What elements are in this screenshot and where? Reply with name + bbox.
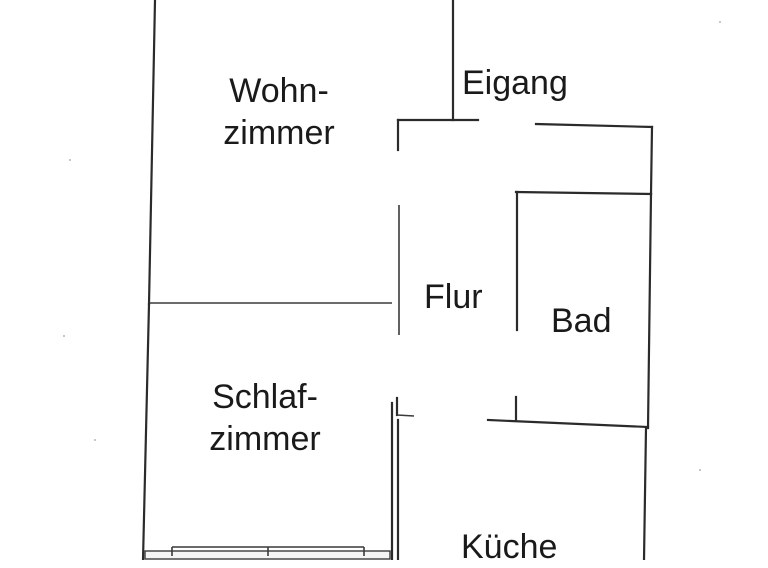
wall-flur-top-right bbox=[534, 122, 654, 129]
label-eingang-text: Eigang bbox=[462, 64, 568, 102]
label-eingang: Eigang bbox=[462, 62, 568, 104]
wall-bad-top bbox=[514, 190, 653, 196]
label-bad-text: Bad bbox=[551, 302, 612, 340]
label-kueche-text: Küche bbox=[461, 528, 558, 566]
label-schlafzimmer: Schlaf- zimmer bbox=[190, 376, 340, 460]
window-schlafzimmer bbox=[144, 546, 391, 560]
wall-schlafzimmer-left bbox=[141, 302, 151, 560]
wall-flur-bottom-stub bbox=[396, 414, 415, 417]
wall-east-outer bbox=[649, 125, 654, 196]
scan-noise bbox=[63, 21, 721, 471]
wall-wohnzimmer-left bbox=[147, 0, 157, 306]
label-schlafzimmer-line1: Schlaf- bbox=[212, 378, 318, 416]
label-wohnzimmer: Wohn- zimmer bbox=[204, 70, 354, 154]
wall-bad-bottom bbox=[486, 418, 650, 429]
label-schlafzimmer-line2: zimmer bbox=[209, 420, 321, 458]
wall-kueche-right bbox=[642, 426, 648, 560]
label-bad: Bad bbox=[551, 300, 612, 342]
label-kueche: Küche bbox=[461, 526, 557, 568]
label-wohnzimmer-line1: Wohn- bbox=[229, 72, 329, 110]
label-flur: Flur bbox=[424, 276, 483, 318]
wall-bad-right bbox=[646, 192, 653, 430]
label-flur-text: Flur bbox=[424, 278, 483, 316]
label-wohnzimmer-line2: zimmer bbox=[223, 114, 335, 152]
